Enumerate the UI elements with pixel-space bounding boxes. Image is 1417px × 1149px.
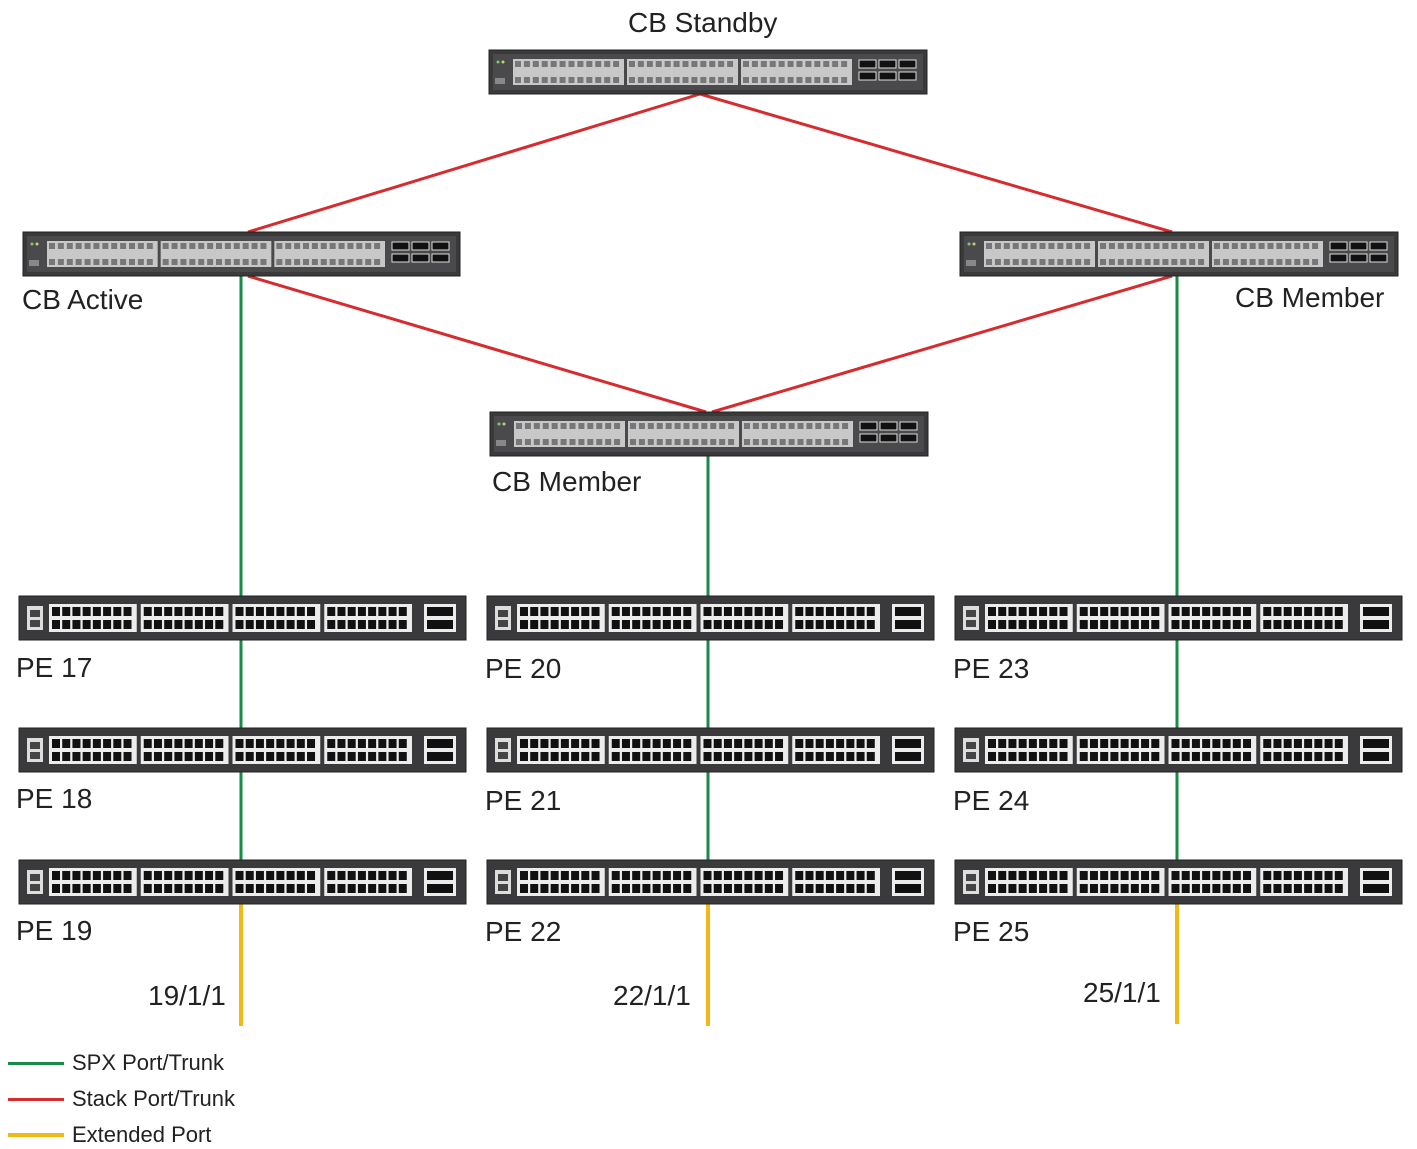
stack-link-member-right-member-center <box>711 274 1173 414</box>
legend-extended-swatch <box>8 1133 64 1137</box>
pe18-label: PE 18 <box>16 783 93 814</box>
cb-member-right-switch <box>959 231 1399 277</box>
stack-link-active-member-center <box>247 274 707 414</box>
stack-link-standby-member-right <box>699 92 1173 234</box>
pe17-switch <box>18 595 467 641</box>
pe20-switch <box>486 595 935 641</box>
pe18-switch <box>18 727 467 773</box>
cb-standby-switch <box>488 49 928 95</box>
pe22-switch <box>486 859 935 905</box>
pe23-switch <box>954 595 1403 641</box>
cb-active-label: CB Active <box>22 284 144 315</box>
legend-spx-swatch <box>8 1062 64 1065</box>
pe25-switch <box>954 859 1403 905</box>
pe24-label: PE 24 <box>953 785 1030 816</box>
legend-stack-swatch <box>8 1098 64 1101</box>
pe21-label: PE 21 <box>485 785 562 816</box>
pe25-label: PE 25 <box>953 916 1030 947</box>
pe19-switch <box>18 859 467 905</box>
pe20-label: PE 20 <box>485 653 562 684</box>
pe21-switch <box>486 727 935 773</box>
cb-member-center-label: CB Member <box>492 466 642 497</box>
legend-extended-label: Extended Port <box>72 1122 212 1147</box>
pe19-label: PE 19 <box>16 915 93 946</box>
port-25-1-1-label: 25/1/1 <box>1083 977 1161 1008</box>
cb-active-switch <box>22 231 461 277</box>
port-19-1-1-label: 19/1/1 <box>148 980 226 1011</box>
pe22-label: PE 22 <box>485 916 562 947</box>
pe17-label: PE 17 <box>16 652 93 683</box>
legend-spx-label: SPX Port/Trunk <box>72 1050 225 1075</box>
port-22-1-1-label: 22/1/1 <box>613 980 691 1011</box>
pe23-label: PE 23 <box>953 653 1030 684</box>
cb-standby-label: CB Standby <box>628 7 778 38</box>
cb-member-center-switch <box>489 411 929 457</box>
stack-link-standby-active <box>247 92 701 234</box>
legend-stack-label: Stack Port/Trunk <box>72 1086 236 1111</box>
cb-member-right-label: CB Member <box>1235 282 1385 313</box>
switch-layer <box>18 49 1403 905</box>
pe24-switch <box>954 727 1403 773</box>
